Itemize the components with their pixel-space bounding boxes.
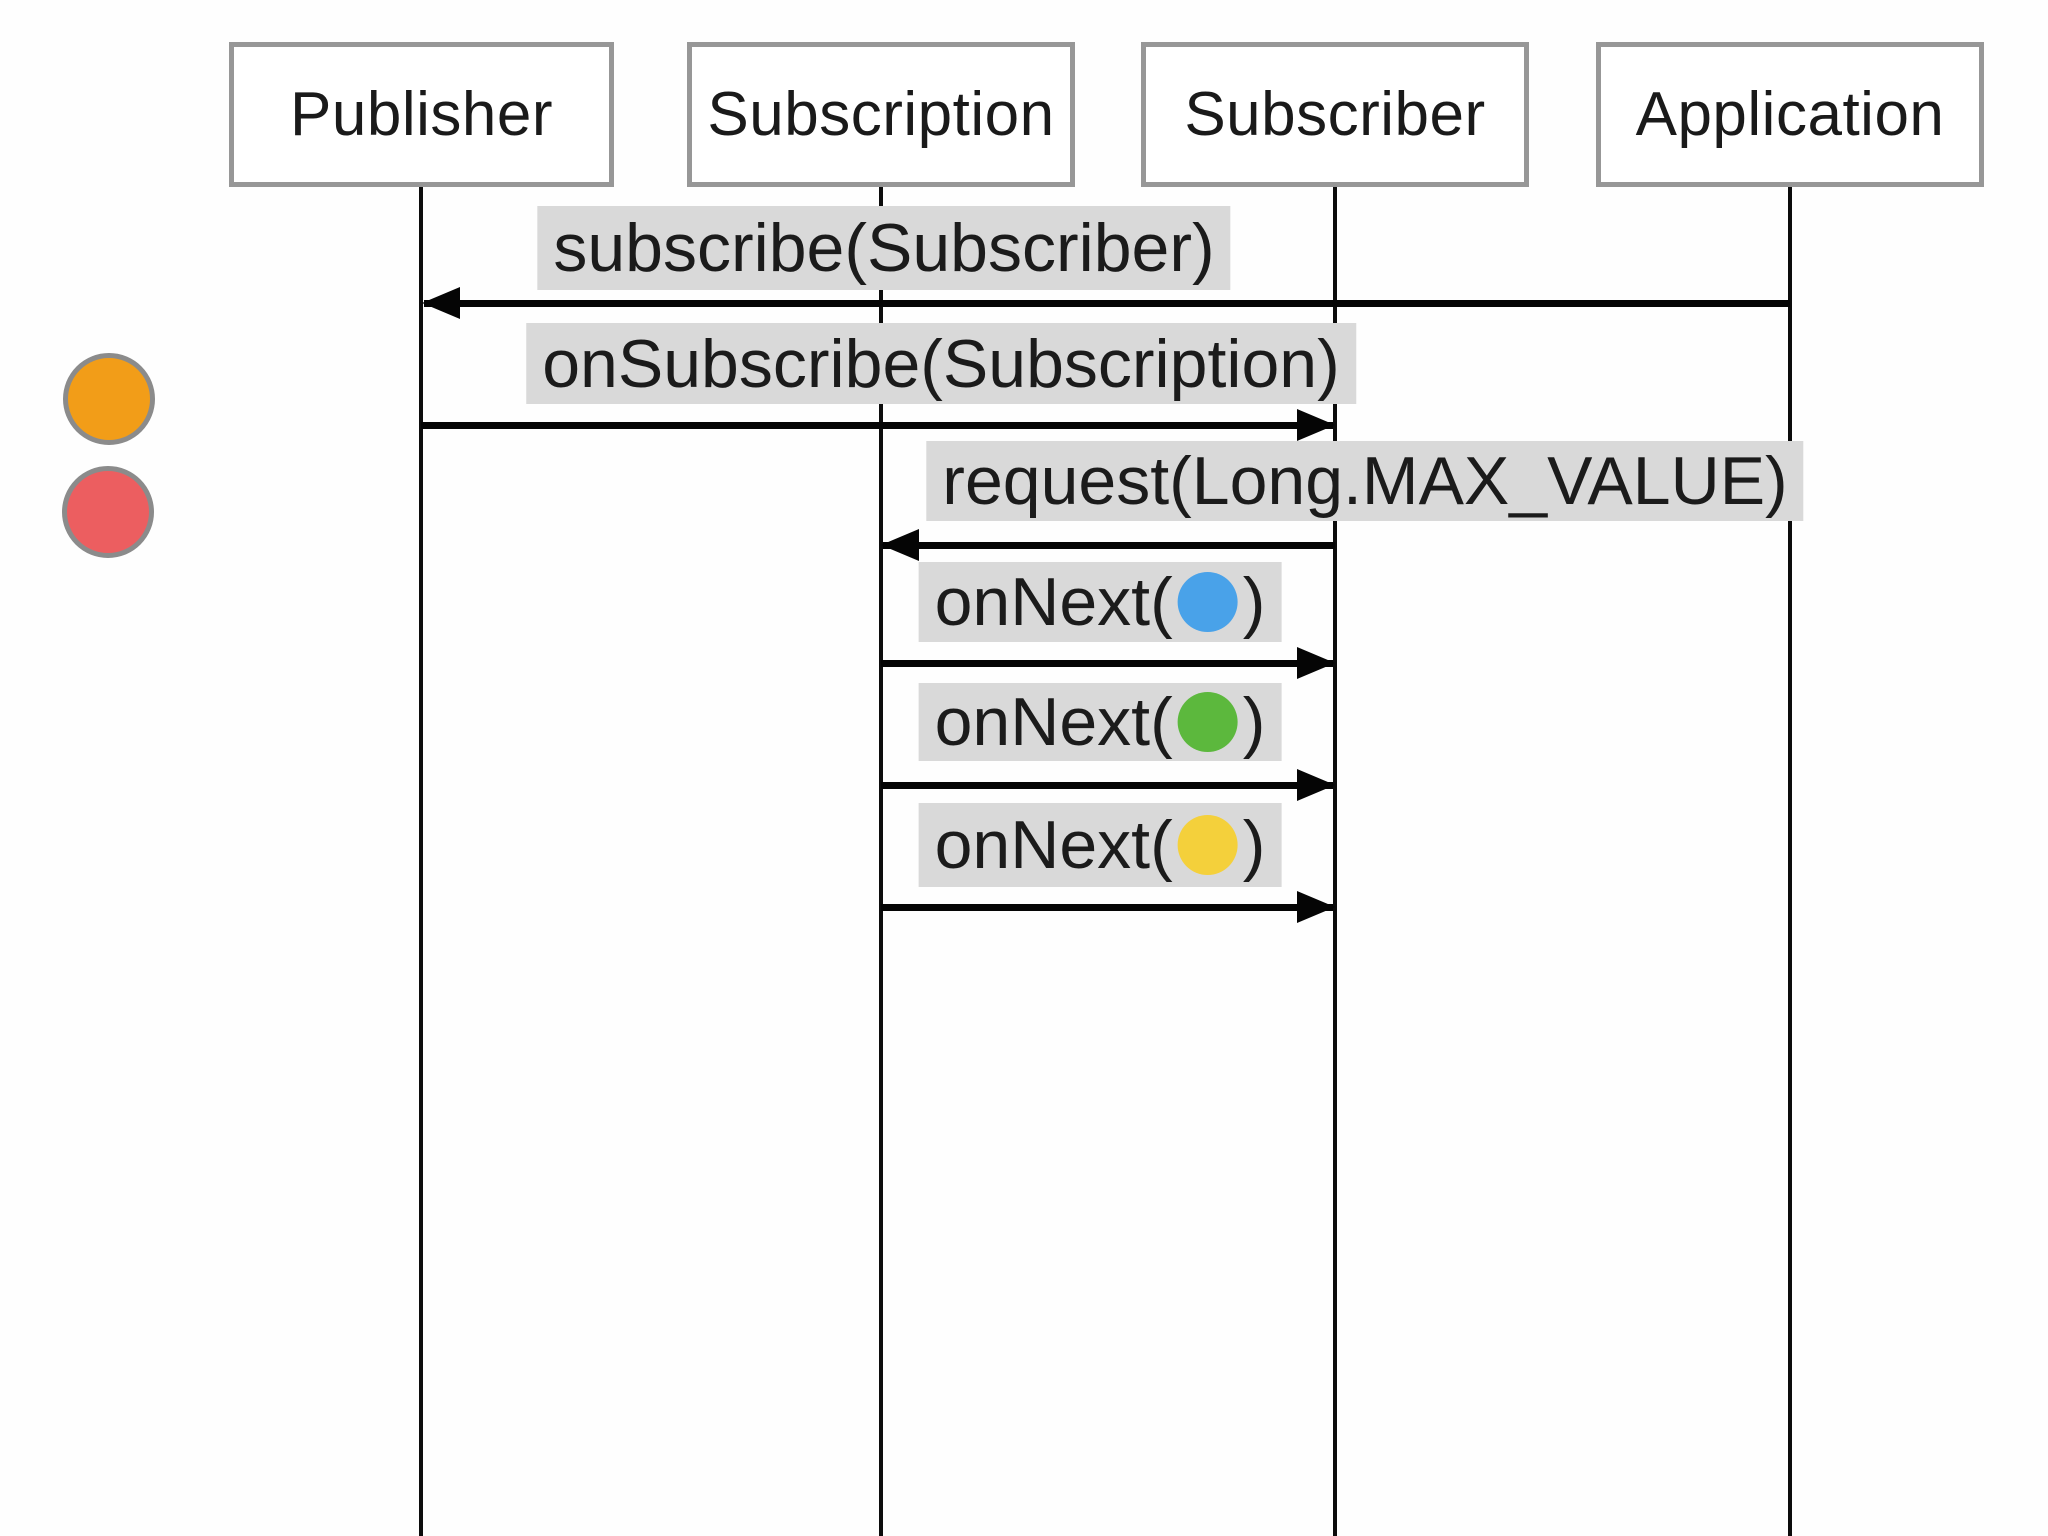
participant-label-publisher: Publisher — [290, 80, 553, 149]
message-text-prefix: onNext( — [934, 564, 1173, 640]
blue-ball-icon — [1177, 572, 1238, 632]
participant-label-subscriber: Subscriber — [1184, 80, 1486, 149]
pending-item-red — [62, 466, 154, 558]
orange-ball-icon — [63, 353, 155, 445]
red-ball-icon — [62, 466, 154, 558]
message-label-onnext-blue: onNext( ) — [918, 562, 1282, 642]
participant-box-subscriber: Subscriber — [1141, 42, 1529, 187]
message-label-onnext-green: onNext( ) — [918, 683, 1282, 761]
message-arrow-onnext-yellow — [881, 891, 1335, 923]
message-text-suffix: ) — [1242, 684, 1266, 760]
participant-box-application: Application — [1596, 42, 1984, 187]
arrowhead-left-icon — [881, 529, 919, 561]
message-label-onsubscribe: onSubscribe(Subscription) — [526, 323, 1356, 404]
message-arrow-onnext-blue — [881, 647, 1335, 679]
participant-label-subscription: Subscription — [707, 80, 1055, 149]
message-text-prefix: onNext( — [934, 684, 1173, 760]
message-arrow-onnext-green — [881, 769, 1335, 801]
message-label-subscribe: subscribe(Subscriber) — [537, 206, 1231, 290]
message-text-suffix: ) — [1242, 564, 1266, 640]
message-text: request(Long.MAX_VALUE) — [942, 443, 1788, 519]
lifeline-subscription — [879, 187, 883, 1536]
message-text: subscribe(Subscriber) — [553, 210, 1215, 286]
lifeline-subscriber — [1333, 187, 1337, 1536]
message-label-request: request(Long.MAX_VALUE) — [926, 441, 1804, 521]
arrowhead-right-icon — [1297, 647, 1335, 679]
lifeline-publisher — [419, 187, 423, 1536]
message-text: onSubscribe(Subscription) — [542, 325, 1340, 402]
message-arrow-request — [881, 529, 1335, 561]
yellow-ball-icon — [1177, 815, 1238, 875]
arrowhead-right-icon — [1297, 891, 1335, 923]
message-text-suffix: ) — [1242, 807, 1266, 883]
arrowhead-right-icon — [1297, 409, 1335, 441]
participant-box-subscription: Subscription — [687, 42, 1075, 187]
message-arrow-subscribe — [422, 287, 1790, 319]
lifeline-application — [1788, 187, 1792, 1536]
participant-label-application: Application — [1635, 80, 1945, 149]
green-ball-icon — [1177, 692, 1238, 752]
arrowhead-left-icon — [422, 287, 460, 319]
arrowhead-right-icon — [1297, 769, 1335, 801]
participant-box-publisher: Publisher — [229, 42, 614, 187]
message-arrow-onsubscribe — [421, 409, 1335, 441]
pending-item-orange — [63, 353, 155, 445]
message-text-prefix: onNext( — [934, 807, 1173, 883]
message-label-onnext-yellow: onNext( ) — [918, 803, 1282, 887]
